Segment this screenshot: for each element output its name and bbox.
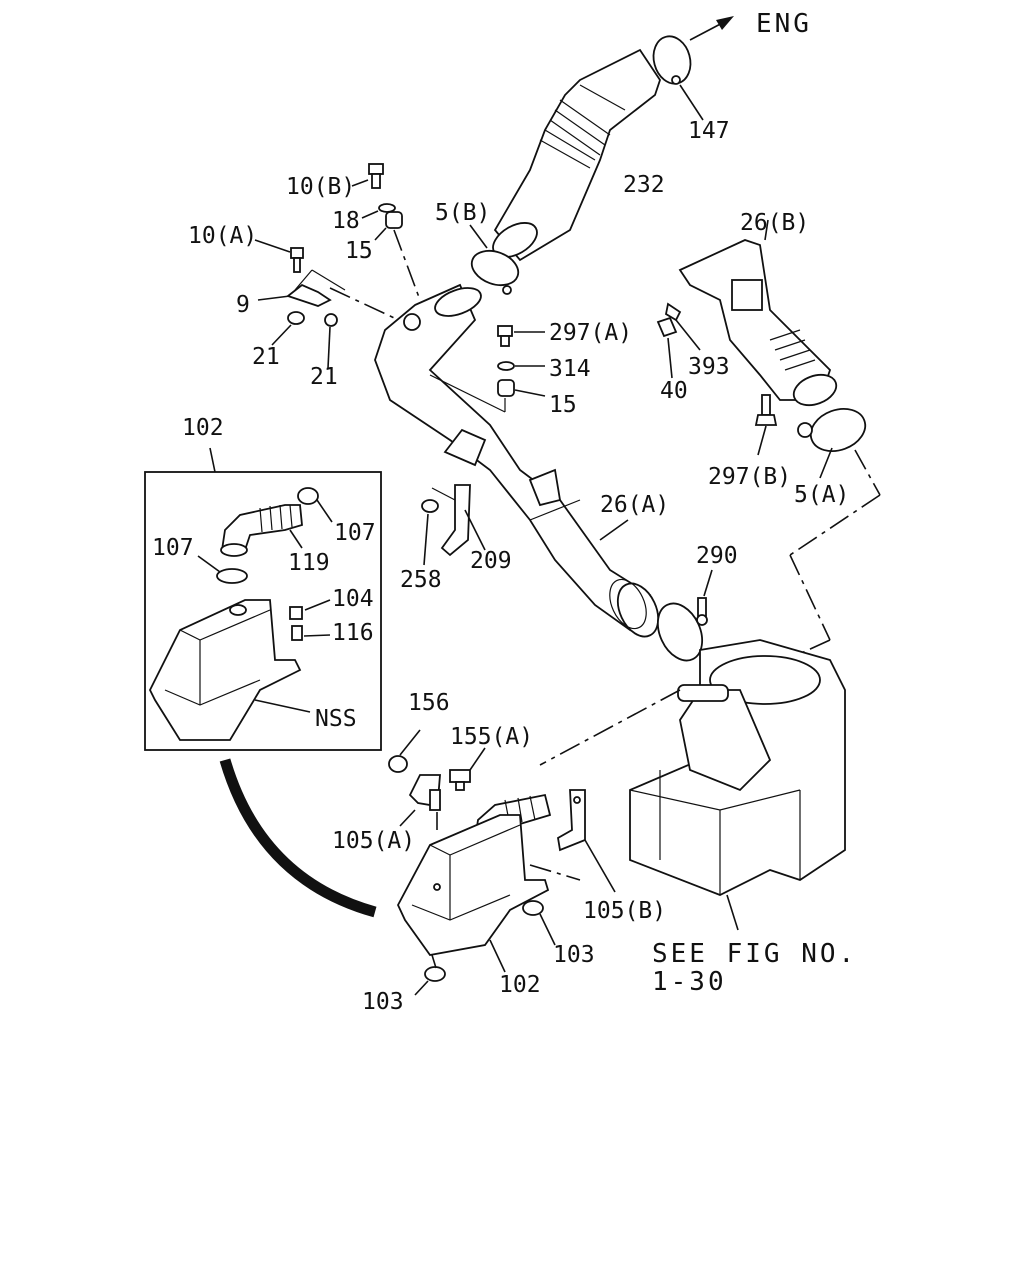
rubber-mount-15-lower xyxy=(429,374,546,413)
nut-156 xyxy=(388,729,421,773)
label-105b: 105(B) xyxy=(583,898,666,924)
clip-40 xyxy=(656,316,678,379)
label-10b: 10(B) xyxy=(286,174,355,200)
bolt-297b xyxy=(754,394,778,456)
label-10a: 10(A) xyxy=(188,223,257,249)
nut-258 xyxy=(421,499,439,566)
label-18: 18 xyxy=(332,208,360,234)
bracket-9 xyxy=(254,239,346,307)
bracket-105b xyxy=(529,789,616,893)
bracket-209 xyxy=(431,484,486,557)
label-314: 314 xyxy=(549,356,591,382)
inset-clamp-107-right xyxy=(297,487,333,523)
inset-clamp-107-left xyxy=(197,555,248,584)
washer-18 xyxy=(361,203,396,219)
label-see-fig-line1: SEE FIG NO. xyxy=(652,939,857,969)
label-102-inset: 102 xyxy=(182,415,224,441)
upper-air-hose-232 xyxy=(492,48,661,262)
inset-resonator-box-nss xyxy=(148,599,311,741)
inset-to-assembly-arrow xyxy=(219,758,377,918)
washer-314 xyxy=(497,361,545,371)
engine-direction-arrow xyxy=(689,16,734,41)
nut-21-left xyxy=(271,311,305,346)
label-9: 9 xyxy=(236,292,250,318)
label-26a: 26(A) xyxy=(600,492,669,518)
bracket-105a xyxy=(399,774,441,830)
label-116: 116 xyxy=(332,620,374,646)
label-15-lower: 15 xyxy=(549,392,577,418)
label-103-right: 103 xyxy=(553,942,595,968)
label-156: 156 xyxy=(408,690,450,716)
label-209: 209 xyxy=(470,548,512,574)
label-5b: 5(B) xyxy=(435,200,490,226)
label-40: 40 xyxy=(660,378,688,404)
rubber-mount-15-upper xyxy=(374,211,421,301)
inset-hose-119 xyxy=(220,504,303,557)
label-105a: 105(A) xyxy=(332,828,415,854)
label-104: 104 xyxy=(332,586,374,612)
clip-393 xyxy=(664,302,701,351)
label-21-right: 21 xyxy=(310,364,338,390)
label-26b: 26(B) xyxy=(740,210,809,236)
label-232: 232 xyxy=(623,172,665,198)
label-5a: 5(A) xyxy=(794,482,849,508)
air-cleaner-assembly xyxy=(539,639,846,931)
label-393: 393 xyxy=(688,354,730,380)
label-107-right: 107 xyxy=(334,520,376,546)
label-147: 147 xyxy=(688,118,730,144)
hose-clamp-290 xyxy=(656,569,713,662)
label-119: 119 xyxy=(288,550,330,576)
label-nss: NSS xyxy=(315,706,357,732)
grommet-103-left xyxy=(414,954,446,996)
grommet-103-right xyxy=(522,900,556,946)
label-107-left: 107 xyxy=(152,535,194,561)
label-258: 258 xyxy=(400,567,442,593)
label-15-upper: 15 xyxy=(345,238,373,264)
label-103-left: 103 xyxy=(362,989,404,1015)
bolt-297a xyxy=(497,325,545,347)
hose-clamp-147 xyxy=(652,35,704,121)
main-intake-duct-26a xyxy=(374,283,660,638)
inset-clip-116 xyxy=(291,625,331,641)
label-155a: 155(A) xyxy=(450,724,533,750)
resonator-26b xyxy=(678,219,838,407)
label-290: 290 xyxy=(696,543,738,569)
label-297b: 297(B) xyxy=(708,464,791,490)
label-102: 102 xyxy=(499,972,541,998)
bolt-10b xyxy=(351,163,384,189)
label-21-left: 21 xyxy=(252,344,280,370)
bolt-155a xyxy=(449,747,486,791)
hose-clamp-5a xyxy=(719,408,881,691)
label-297a: 297(A) xyxy=(549,320,632,346)
label-eng: ENG xyxy=(756,9,812,39)
label-see-fig-line2: 1-30 xyxy=(652,967,727,997)
nut-21-right xyxy=(324,313,338,369)
inset-nss-box xyxy=(144,447,382,751)
hose-clamp-5b xyxy=(469,224,520,295)
resonator-box-102 xyxy=(396,814,550,973)
inset-screw-104 xyxy=(289,599,331,620)
